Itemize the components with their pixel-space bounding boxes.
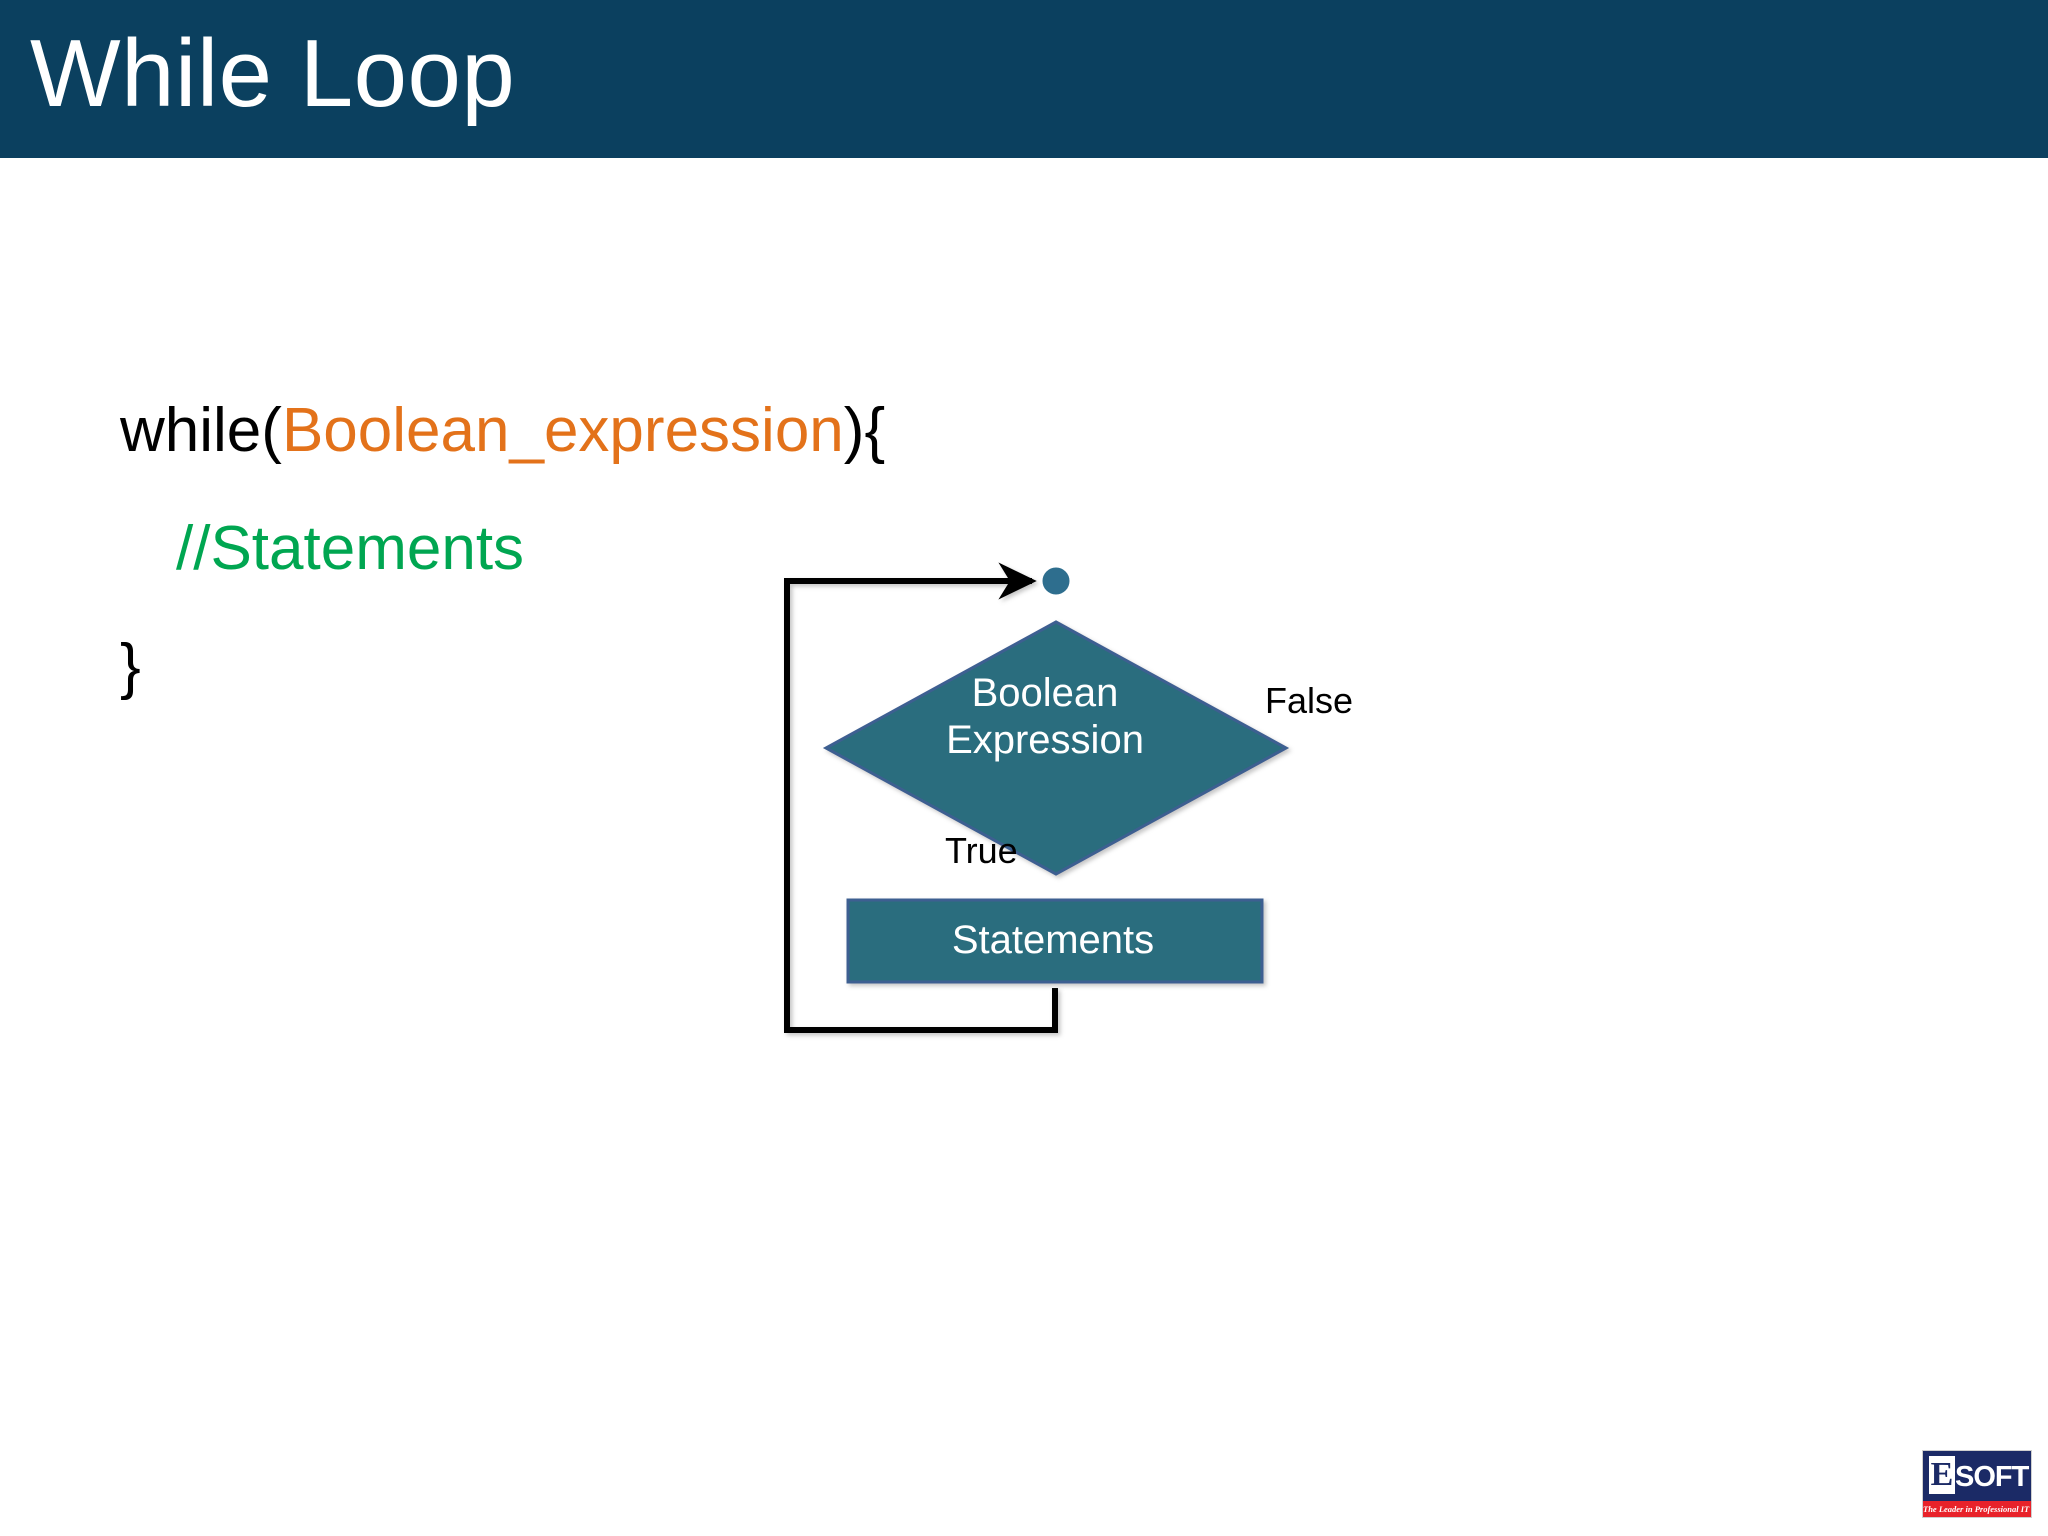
code-token-open-brace: ){ xyxy=(843,396,886,465)
esoft-logo-initial: E xyxy=(1929,1456,1955,1494)
code-token-close-brace: } xyxy=(120,632,141,701)
page-title: While Loop xyxy=(30,20,516,127)
code-token-while-keyword: while( xyxy=(120,396,282,465)
slide-title-bar: While Loop xyxy=(0,0,2048,158)
code-line-while-header: while(Boolean_expression){ xyxy=(120,372,1000,490)
code-token-comment: //Statements xyxy=(176,514,525,583)
flowchart-graphics xyxy=(784,452,1435,1033)
code-line-close-brace: } xyxy=(120,608,1000,726)
connector-loop-back xyxy=(784,562,1058,1033)
condition-diamond xyxy=(822,620,1290,876)
esoft-logo-wordmark-group: E SOFT xyxy=(1923,1451,2031,1501)
code-snippet: while(Boolean_expression){ //Statements … xyxy=(120,372,1000,726)
statements-rectangle xyxy=(846,898,1264,984)
while-loop-flowchart: Boolean Expression Statements False True xyxy=(740,430,1500,1070)
code-line-body-comment: //Statements xyxy=(120,490,1000,608)
esoft-logo: E SOFT The Leader in Professional IT Edu… xyxy=(1922,1450,2032,1518)
esoft-logo-wordmark: SOFT xyxy=(1955,1461,2029,1493)
esoft-logo-tagline: The Leader in Professional IT Education xyxy=(1923,1501,2031,1517)
code-token-boolean-expression: Boolean_expression xyxy=(281,396,844,465)
